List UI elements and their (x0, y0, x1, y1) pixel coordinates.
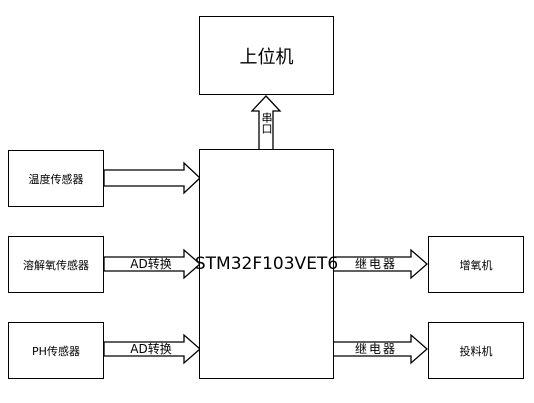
ph-to-mcu-arrow (103, 333, 201, 365)
dissolved-oxygen-sensor-box: 溶解氧传感器 (8, 236, 104, 293)
temp-to-mcu-arrow (103, 161, 201, 195)
host-computer-box: 上位机 (199, 16, 334, 95)
aerator-box: 增氧机 (428, 236, 524, 293)
ph-sensor-box: PH传感器 (8, 322, 104, 379)
host-computer-label: 上位机 (239, 46, 294, 68)
mcu-label: STM32F103VET6 (194, 254, 339, 274)
temperature-sensor-label: 温度传感器 (28, 172, 84, 186)
feeder-box: 投料机 (428, 322, 524, 379)
temperature-sensor-box: 温度传感器 (8, 150, 104, 207)
mcu-to-feeder-arrow (332, 333, 428, 365)
aerator-label: 增氧机 (459, 258, 493, 272)
mcu-to-aerator-arrow (332, 248, 428, 280)
feeder-label: 投料机 (459, 344, 493, 358)
mcu-box: STM32F103VET6 (195, 149, 338, 379)
serial-arrow (250, 95, 282, 151)
ph-sensor-label: PH传感器 (32, 344, 80, 358)
dissolved-oxygen-sensor-label: 溶解氧传感器 (23, 258, 89, 272)
do-to-mcu-arrow (103, 248, 201, 280)
